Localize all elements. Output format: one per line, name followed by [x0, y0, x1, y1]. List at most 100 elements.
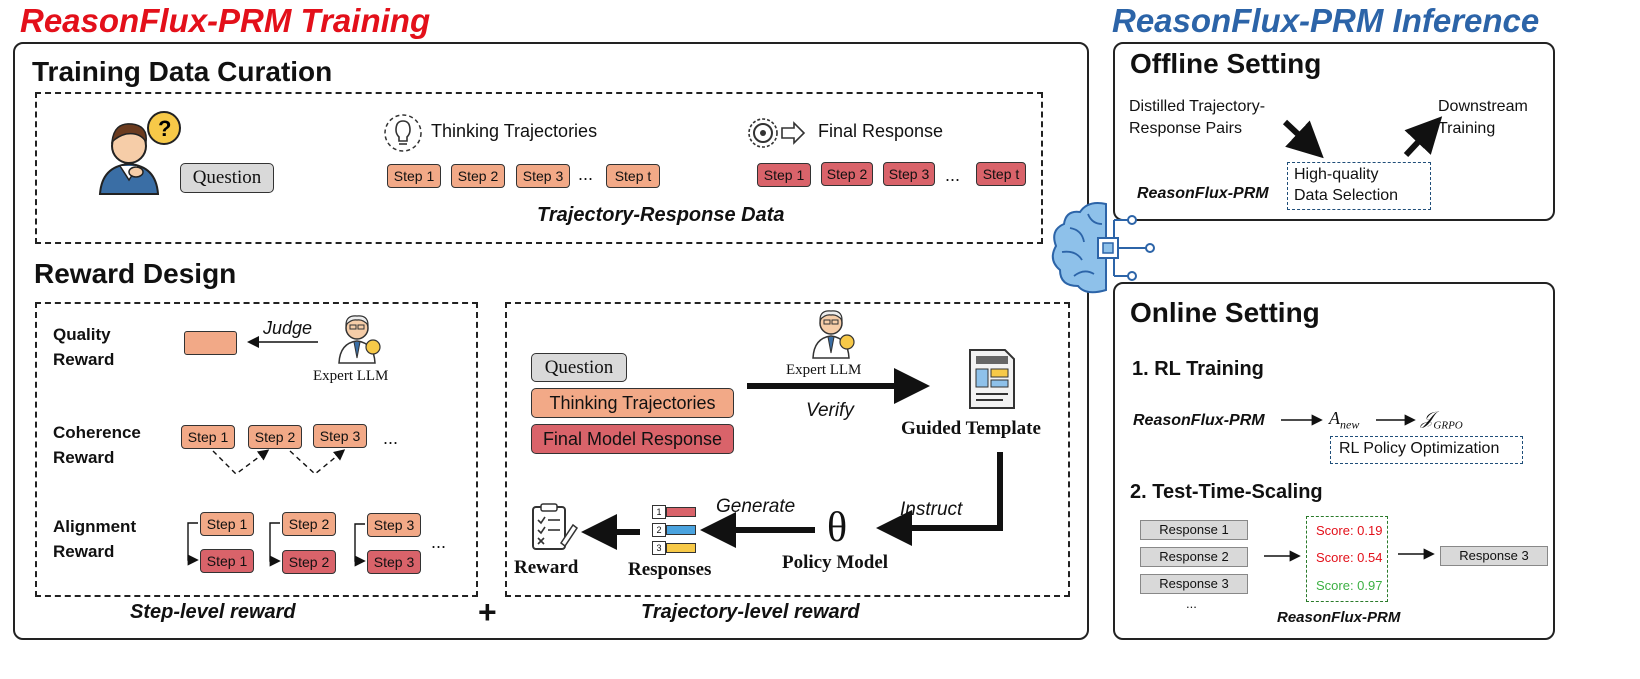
quality-reward-label: Quality Reward [53, 325, 115, 369]
final-step-t: Step t [976, 162, 1026, 186]
a-subscript: new [1340, 417, 1360, 432]
svg-text:?: ? [158, 116, 171, 141]
j-subscript: GRPO [1433, 419, 1463, 432]
align-bracket-3 [354, 523, 366, 567]
hq-line-1: High-quality [1294, 166, 1379, 183]
align-step-1a: Step 1 [200, 512, 254, 536]
distilled-line-1: Distilled Trajectory- [1129, 98, 1266, 115]
guided-template-label: Guided Template [901, 418, 1041, 439]
template-document-icon [969, 349, 1015, 409]
tts-response-3: Response 3 [1140, 574, 1248, 594]
thinking-label: Thinking Trajectories [431, 121, 598, 141]
j-symbol: 𝒥 [1421, 408, 1434, 428]
final-ellipsis: ... [945, 165, 961, 185]
score-3: Score: 0.97 [1316, 578, 1383, 593]
brain-chip-icon [1051, 202, 1155, 294]
expert-label-1: Expert LLM [313, 368, 389, 384]
tts-label: 2. Test-Time-Scaling [1130, 481, 1323, 503]
rl-policy-box: RL Policy Optimization [1330, 436, 1523, 464]
plus-sign: + [478, 594, 497, 630]
tts-response-2: Response 2 [1140, 547, 1248, 567]
coh-step-3: Step 3 [313, 424, 367, 448]
final-step-3: Step 3 [883, 162, 935, 186]
checklist-reward-icon [532, 503, 579, 550]
final-step-2: Step 2 [821, 162, 873, 186]
resp-bar-3 [666, 543, 696, 553]
responses-label: Responses [628, 559, 712, 580]
traj-level-caption: Trajectory-level reward [641, 601, 860, 623]
offline-heading: Offline Setting [1130, 48, 1322, 79]
resp-num-2: 2 [652, 523, 666, 537]
think-step-3: Step 3 [516, 164, 570, 188]
tts-selected-response: Response 3 [1440, 546, 1548, 566]
offline-out-arrow [1403, 116, 1443, 158]
traj-final-box: Final Model Response [531, 424, 734, 454]
resp-num-1: 1 [652, 505, 666, 519]
curation-heading: Training Data Curation [32, 56, 333, 87]
reward-heading: Reward Design [34, 258, 237, 289]
expert-llm-icon-1 [338, 315, 381, 364]
align-bracket-2 [269, 522, 281, 567]
offline-in-arrow [1282, 119, 1324, 159]
coh-ellipsis: ... [383, 428, 399, 448]
lightbulb-icon [384, 114, 422, 152]
rl-training-label: 1. RL Training [1132, 358, 1264, 380]
downstream-line-1: Downstream [1438, 98, 1528, 115]
hq-selection-box: High-quality Data Selection [1287, 162, 1431, 210]
score-2: Score: 0.54 [1316, 550, 1383, 565]
generate-label: Generate [716, 496, 796, 517]
tts-ellipsis: ... [1186, 596, 1197, 611]
reward-label: Reward [514, 557, 579, 578]
verify-label: Verify [806, 400, 854, 421]
align-step-2b: Step 2 [282, 550, 336, 574]
tts-prm-caption: ReasonFlux-PRM [1277, 609, 1401, 626]
downstream-line-2: Training [1438, 120, 1496, 137]
quality-score-box [184, 331, 237, 355]
coh-step-1: Step 1 [181, 425, 235, 449]
judge-label: Judge [263, 318, 313, 338]
align-step-3b: Step 3 [367, 550, 421, 574]
align-step-3a: Step 3 [367, 513, 421, 537]
think-step-1: Step 1 [387, 164, 441, 188]
a-symbol: A [1329, 408, 1340, 428]
think-step-2: Step 2 [451, 164, 505, 188]
a-new-symbol: Anew [1329, 408, 1359, 433]
hq-line-2: Data Selection [1294, 187, 1399, 204]
expert-llm-icon-2 [812, 310, 855, 359]
responses-icon: 1 2 3 [652, 505, 698, 557]
align-bracket-1 [187, 522, 199, 566]
curation-box [35, 92, 1043, 244]
curation-caption: Trajectory-Response Data [537, 204, 785, 226]
coherence-link-2 [289, 449, 346, 475]
inference-title: ReasonFlux-PRM Inference [1112, 2, 1540, 39]
align-ellipsis: ... [431, 532, 447, 552]
instruct-arrow [876, 452, 1003, 546]
training-title: ReasonFlux-PRM Training [20, 2, 431, 39]
score-1: Score: 0.19 [1316, 523, 1383, 538]
distilled-line-2: Response Pairs [1129, 120, 1242, 137]
theta-symbol: θ [827, 505, 848, 551]
align-step-1b: Step 1 [200, 549, 254, 573]
online-heading: Online Setting [1130, 297, 1320, 328]
tts-response-1: Response 1 [1140, 520, 1248, 540]
rl-policy-label: RL Policy Optimization [1339, 440, 1500, 457]
align-step-2a: Step 2 [282, 512, 336, 536]
traj-thinking-box: Thinking Trajectories [531, 388, 734, 418]
resp-bar-1 [666, 507, 696, 517]
think-step-t: Step t [606, 164, 660, 188]
scores-box: Score: 0.19 Score: 0.54 Score: 0.97 [1306, 516, 1388, 602]
instruct-label: Instruct [900, 499, 963, 520]
confused-person-icon: ? [98, 111, 181, 195]
question-box: Question [180, 163, 274, 193]
alignment-reward-label: Alignment Reward [53, 517, 137, 561]
coherence-reward-label: Coherence Reward [53, 423, 141, 467]
gear-arrow-icon [748, 118, 806, 148]
step-reward-box [35, 302, 478, 597]
coh-step-2: Step 2 [248, 425, 302, 449]
expert-label-2: Expert LLM [786, 362, 862, 378]
resp-num-3: 3 [652, 541, 666, 555]
final-step-1: Step 1 [757, 163, 811, 187]
policy-model-label: Policy Model [782, 552, 889, 573]
final-label: Final Response [818, 121, 944, 141]
j-grpo-symbol: 𝒥GRPO [1421, 408, 1463, 432]
